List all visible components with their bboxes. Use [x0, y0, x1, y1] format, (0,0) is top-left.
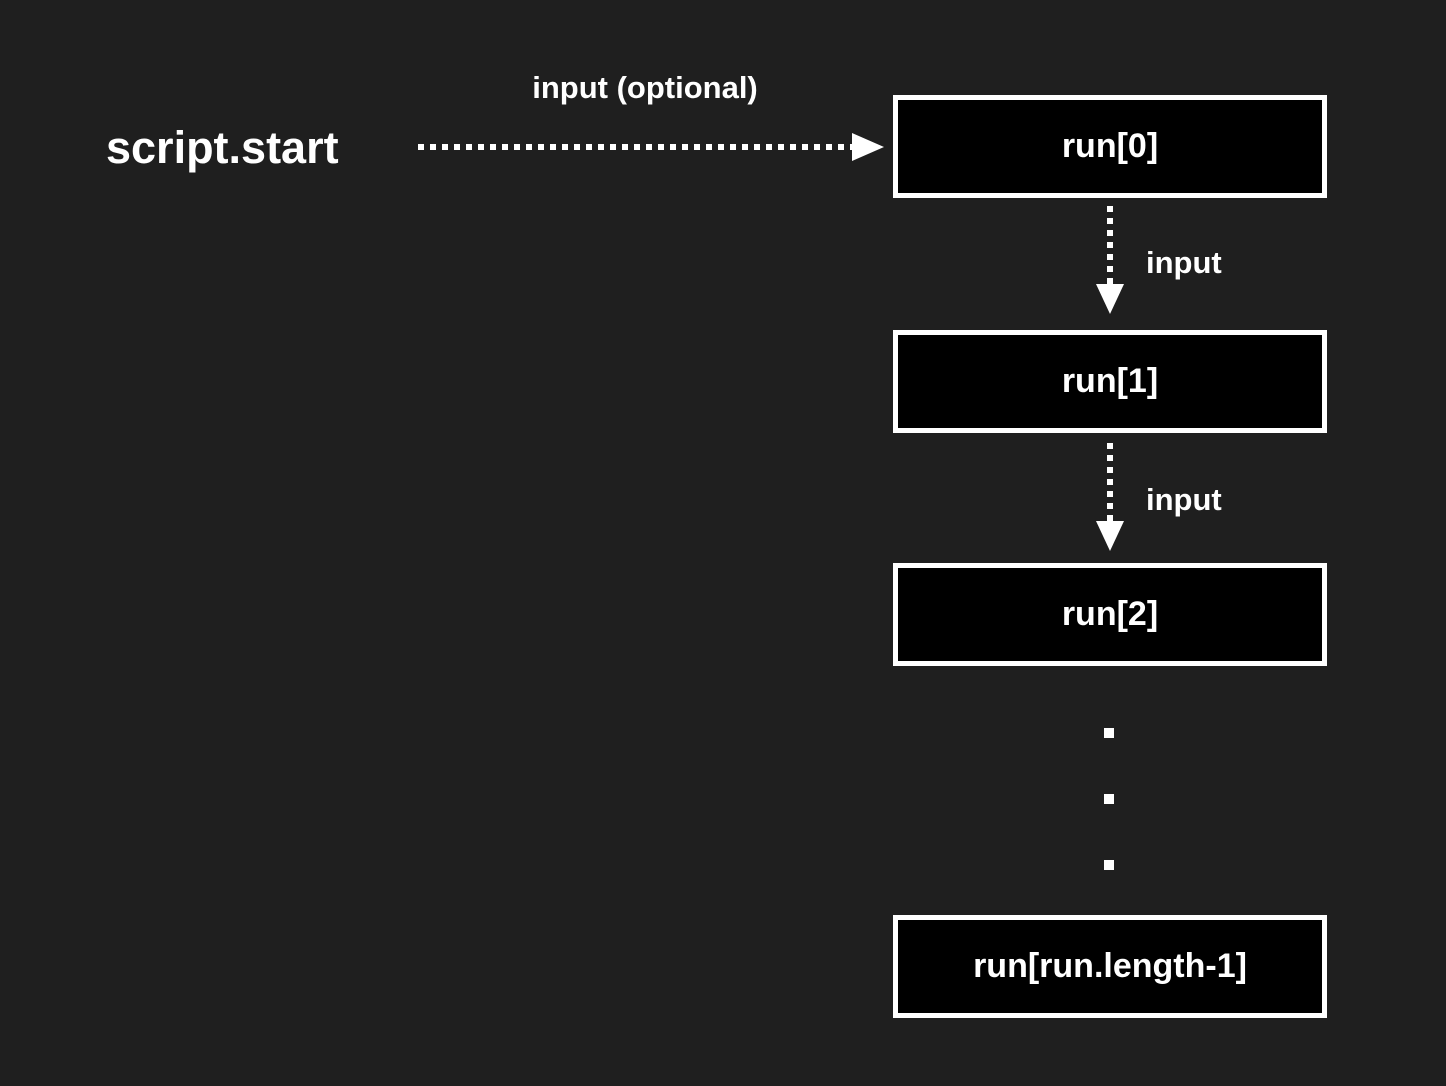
input-label-2: input [1146, 482, 1222, 517]
input-label-1: input [1146, 245, 1222, 280]
arrow-start-to-run0 [418, 133, 884, 161]
run-1-box: run[1] [893, 330, 1327, 433]
arrow-run0-to-run1 [1096, 206, 1124, 314]
arrow-run1-to-run2 [1096, 443, 1124, 551]
run-last-box: run[run.length-1] [893, 915, 1327, 1018]
ellipsis-dot [1104, 794, 1114, 804]
ellipsis-dot [1104, 860, 1114, 870]
ellipsis-dot [1104, 728, 1114, 738]
input-optional-label: input (optional) [532, 70, 758, 105]
run-2-box: run[2] [893, 563, 1327, 666]
script-start-label: script.start [106, 122, 339, 173]
run-0-box: run[0] [893, 95, 1327, 198]
